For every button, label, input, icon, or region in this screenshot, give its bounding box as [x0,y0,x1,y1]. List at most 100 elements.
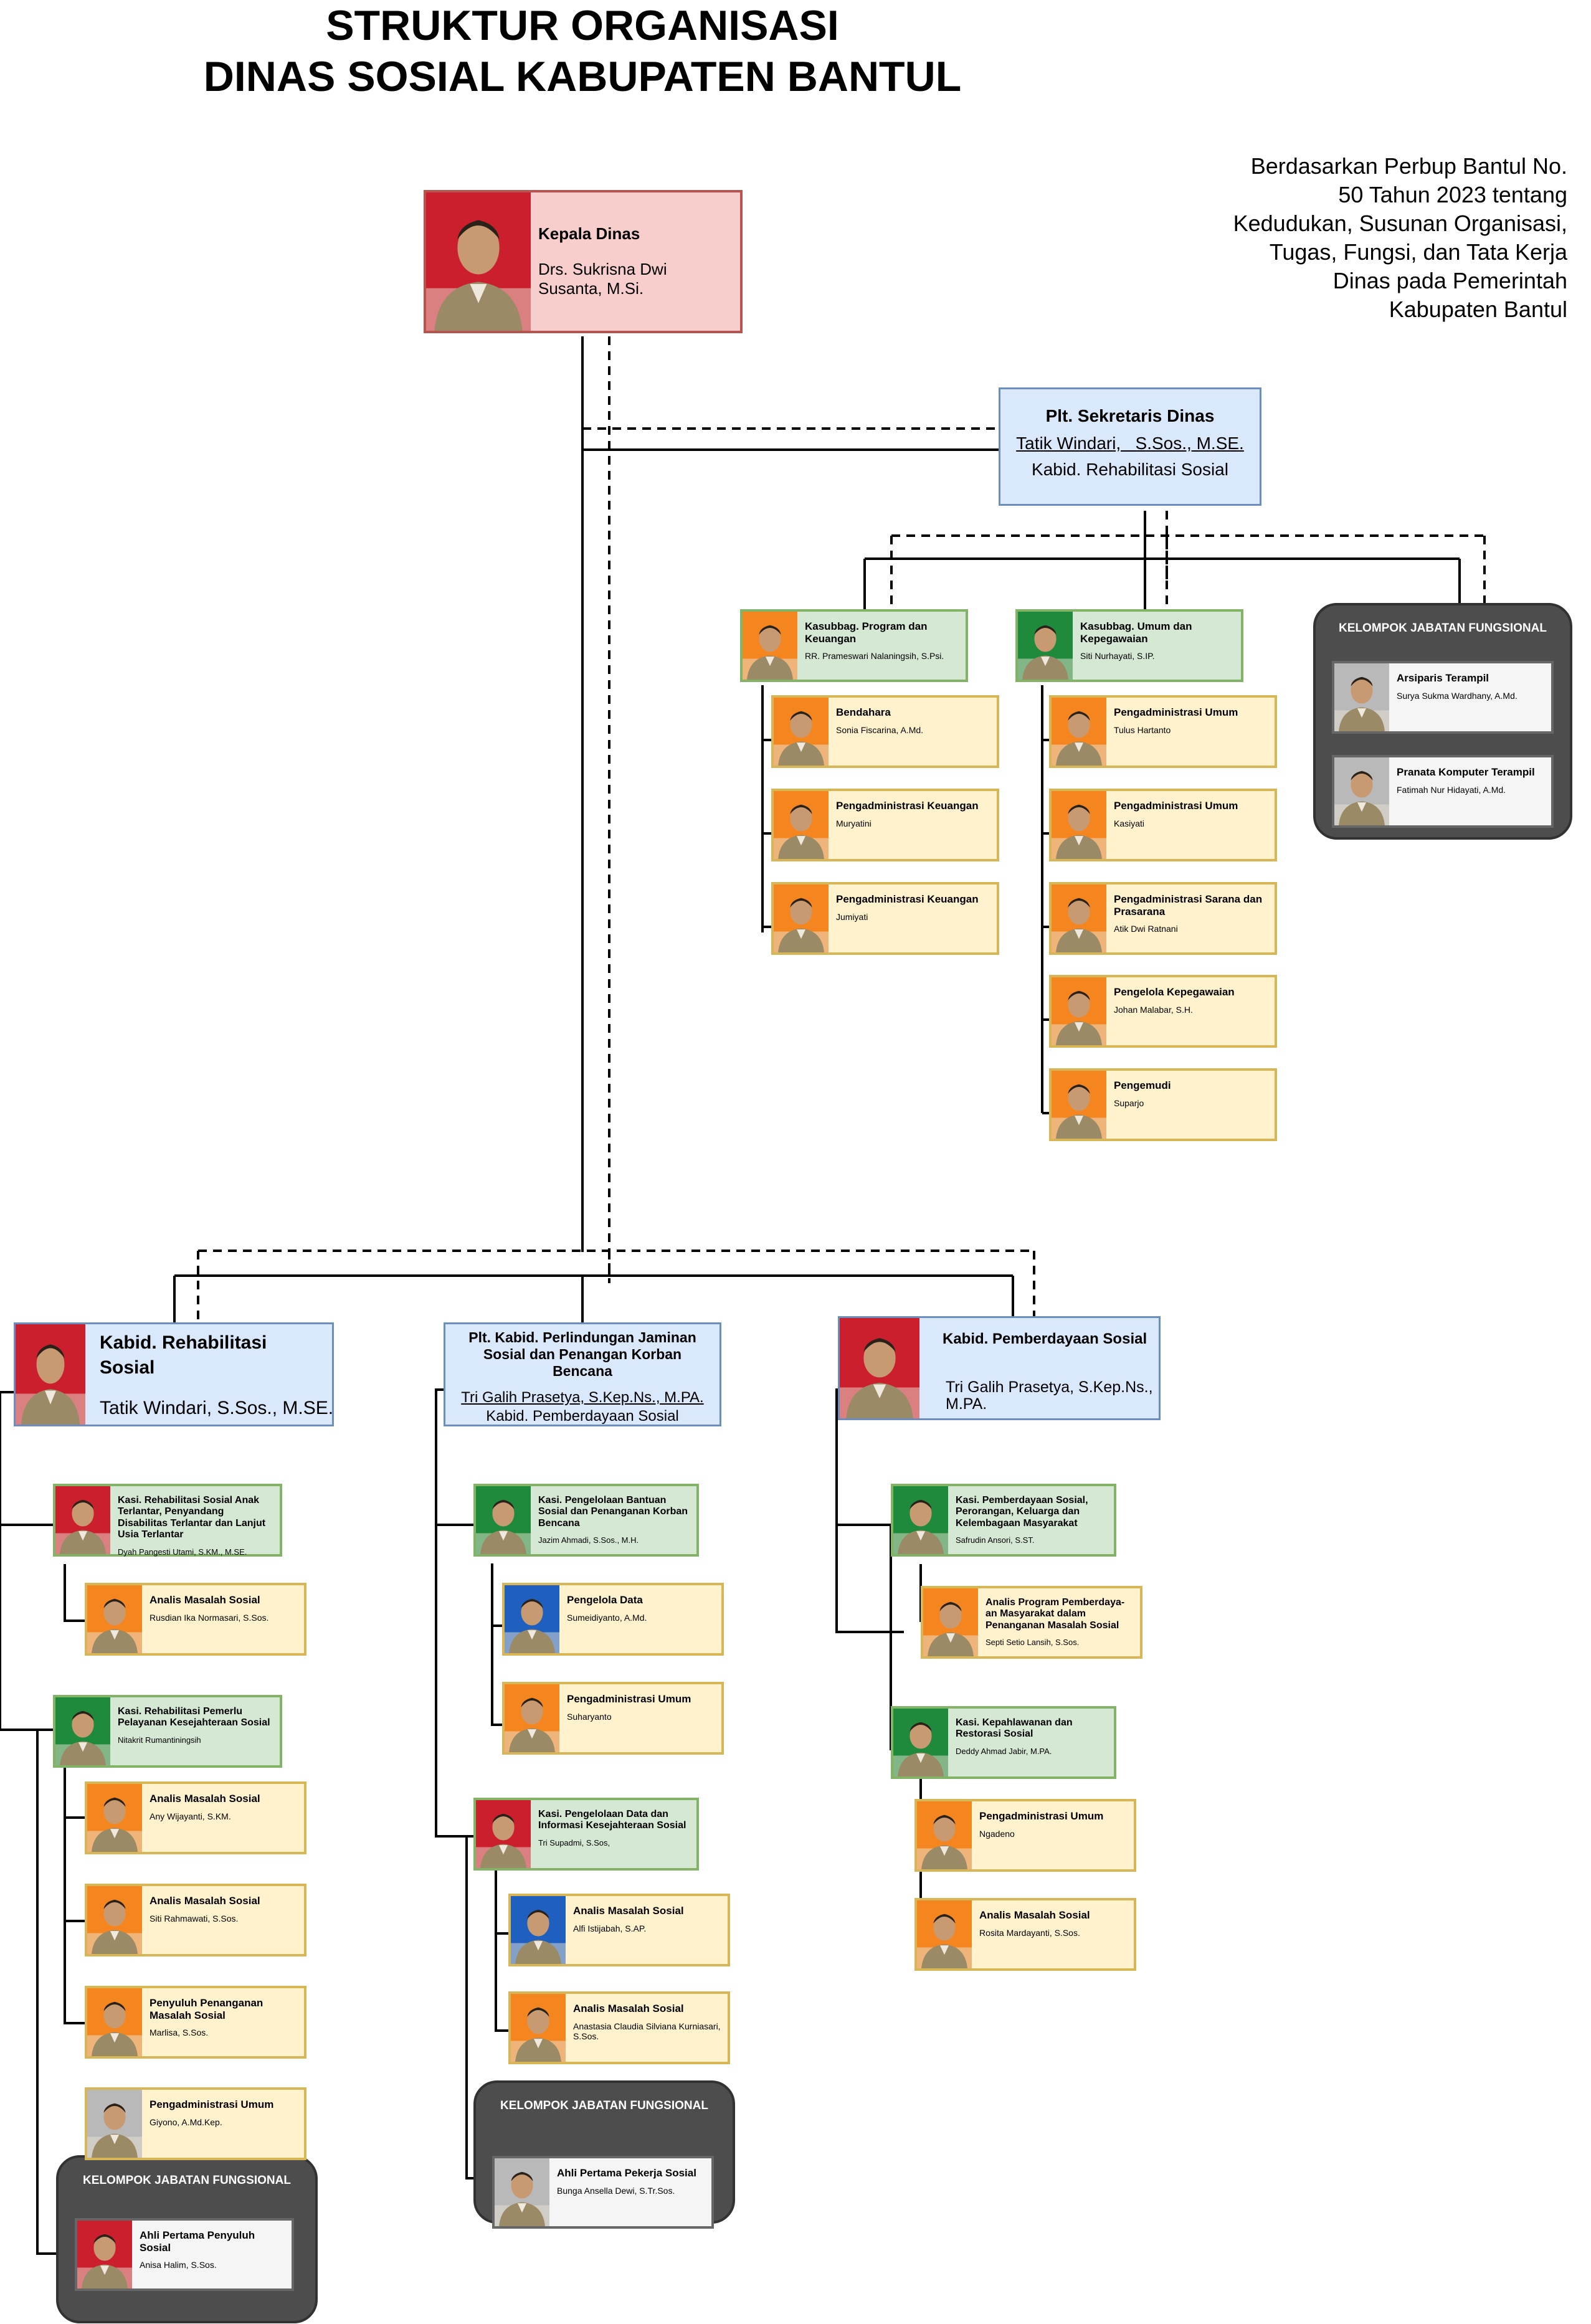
photo [87,1585,142,1653]
basis-line: Berdasarkan Perbup Bantul No. [1250,153,1567,179]
person-name: Jazim Ahmadi, S.Sos., M.H. [538,1535,639,1545]
position-role: Kasi. Rehabilitasi Sosial Anak Terlantar… [118,1495,266,1540]
portrait-icon [893,1486,948,1554]
kabid-pemberdayaan-box[interactable]: Kabid. Pemberdayaan Sosial Tri Galih Pra… [838,1316,1161,1420]
person-name: Rusdian Ika Normasari, S.Sos. [150,1612,269,1623]
kabid-rehabilitasi-box[interactable]: Kabid. Rehabilitasi Sosial Tatik Windari… [14,1322,334,1426]
position-box-k4[interactable]: Kasi. Pengelolaan Data dan Informasi Kes… [473,1798,699,1871]
group-label: KELOMPOK JABATAN FUNGSIONAL [500,2099,708,2112]
position-role: Pengadministrasi Keuangan [836,800,979,812]
person-name: Siti Nurhayati, S.IP. [1080,651,1155,662]
person-name: Ngadeno [979,1828,1015,1839]
portrait-icon [87,1988,142,2056]
position-role: Pengadministrasi Umum [979,1810,1104,1822]
position-role: Analis Masalah Sosial [979,1909,1090,1921]
portrait-icon [87,1585,142,1653]
photo [16,1324,85,1425]
portrait-icon [77,2221,132,2288]
basis-line: 50 Tahun 2023 tentang [1338,182,1567,207]
position-role: Analis Program Pemberdaya- an Masyarakat… [985,1597,1125,1631]
photo [505,1585,559,1653]
photo [1052,977,1106,1045]
portrait-icon [511,1896,566,1964]
basis-line: Tugas, Fungsi, dan Tata Kerja [1269,239,1567,265]
person-name: Deddy Ahmad Jabir, M.PA. [956,1746,1052,1756]
portrait-icon [87,1784,142,1852]
sekretaris-name: Tatik Windari, S.Sos., M.SE. [1016,434,1244,453]
kabid-role: Plt. Kabid. Perlindungan Jaminan Sosial … [468,1329,696,1379]
position-role: Arsiparis Terampil [1397,672,1489,684]
kabid-perlindungan-box[interactable]: Plt. Kabid. Perlindungan Jaminan Sosial … [444,1322,721,1426]
person-name: Siti Rahmawati, S.Sos. [150,1913,239,1923]
position-box-k3[interactable]: Kasi. Pengelolaan Bantuan Sosial dan Pen… [473,1484,699,1557]
person-name: Rosita Mardayanti, S.Sos. [979,1927,1080,1938]
person-name: Suparjo [1114,1098,1144,1108]
portrait-icon [1052,791,1106,859]
portrait-icon [774,885,829,952]
position-role: Kasi. Rehabilitasi Pemerlu Pelayanan Kes… [118,1706,270,1729]
photo [917,1900,972,1968]
photo [1018,612,1073,680]
photo [1052,698,1106,766]
kabid-note: Kabid. Pemberdayaan Sosial [486,1408,679,1425]
portrait-icon [505,1585,559,1653]
position-box-k1[interactable]: Kasi. Rehabilitasi Sosial Anak Terlantar… [53,1484,282,1557]
position-box-k2[interactable]: Kasi. Rehabilitasi Pemerlu Pelayanan Kes… [53,1695,282,1768]
portrait-icon [917,1801,972,1869]
kepala-dinas-box[interactable]: Kepala Dinas Drs. Sukrisna Dwi Susanta, … [424,190,743,333]
sekretaris-box[interactable]: Plt. Sekretaris Dinas Tatik Windari, S.S… [999,387,1261,506]
person-name: Atik Dwi Ratnani [1114,924,1178,934]
portrait-icon [1018,612,1073,680]
position-role: Kasi. Pemberdayaan Sosial, Perorangan, K… [956,1495,1088,1529]
portrait-icon [495,2158,549,2226]
position-box-k5[interactable]: Kasi. Pemberdayaan Sosial, Perorangan, K… [891,1484,1116,1557]
position-role: Penyuluh Penanganan Masalah Sosial [150,1997,264,2021]
photo [495,2158,549,2226]
photo [923,1588,978,1656]
person-name: Safrudin Ansori, S.ST. [956,1535,1035,1545]
photo [87,1886,142,1954]
portrait-icon [87,2090,142,2158]
position-role: Pengelola Kepegawaian [1114,986,1235,998]
person-name: Anisa Halim, S.Sos. [140,2260,217,2270]
position-role: Kasi. Pengelolaan Bantuan Sosial dan Pen… [538,1495,688,1529]
photo [1052,1071,1106,1139]
kabid-tree [173,1274,1014,1338]
kabid-name: Tri Galih Prasetya, S.Kep.Ns., M.PA. [946,1378,1153,1413]
position-role: Kasubbag. Program dan Keuangan [805,620,928,645]
portrait-icon [1052,698,1106,766]
portrait-icon [1052,1071,1106,1139]
position-box-c1[interactable]: Analis Program Pemberdaya- an Masyarakat… [921,1586,1142,1659]
person-name: Surya Sukma Wardhany, A.Md. [1397,690,1517,701]
person-name: Tulus Hartanto [1114,724,1171,735]
person-name: Dyah Pangesti Utami, S.KM., M.SE. [118,1547,247,1557]
position-role: Pengadministrasi Umum [1114,706,1238,718]
person-name: Johan Malabar, S.H. [1114,1004,1193,1015]
